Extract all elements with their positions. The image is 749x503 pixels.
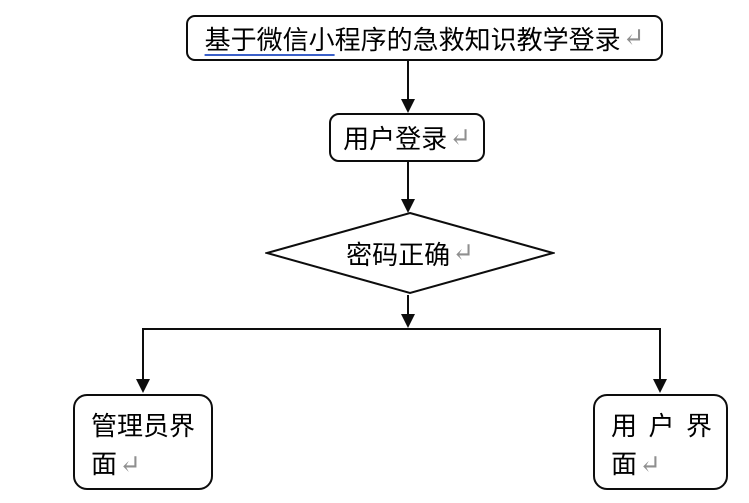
user-line2: 面 bbox=[611, 450, 638, 480]
connector-split-to-user bbox=[659, 328, 661, 380]
title-node[interactable]: 基于微信小程序的急救知识教学登录↵ bbox=[186, 15, 663, 61]
arrow-head bbox=[401, 314, 415, 328]
return-mark: ↵ bbox=[452, 238, 474, 268]
admin-line2: 面 bbox=[91, 450, 118, 480]
login-text: 用户登录 bbox=[343, 125, 448, 155]
user-line1: 用户界 bbox=[611, 412, 712, 442]
arrow-head bbox=[401, 99, 415, 113]
return-mark: ↵ bbox=[639, 450, 661, 480]
user-interface-node[interactable]: 用户界 面↵ bbox=[593, 394, 728, 490]
connector-title-to-login bbox=[407, 61, 409, 100]
connector-login-to-decision bbox=[407, 162, 409, 200]
admin-line1: 管理员界 bbox=[91, 412, 196, 442]
title-underlined-text: 基于微信小 bbox=[204, 25, 335, 56]
arrow-head bbox=[401, 199, 415, 213]
password-decision-node[interactable]: 密码正确↵ bbox=[265, 211, 555, 295]
arrow-head bbox=[653, 379, 667, 393]
admin-interface-node[interactable]: 管理员界 面↵ bbox=[73, 394, 213, 490]
title-text: 程序的急救知识教学登录 bbox=[334, 25, 621, 56]
return-mark: ↵ bbox=[622, 23, 645, 53]
return-mark: ↵ bbox=[449, 122, 471, 153]
decision-text: 密码正确 bbox=[346, 240, 451, 271]
connector-decision-to-split bbox=[407, 295, 409, 315]
connector-split-to-admin bbox=[142, 328, 144, 380]
user-login-node[interactable]: 用户登录↵ bbox=[329, 113, 485, 162]
split-bar bbox=[142, 328, 661, 330]
arrow-head bbox=[136, 379, 150, 393]
return-mark: ↵ bbox=[119, 450, 141, 480]
diamond-shape bbox=[265, 211, 555, 295]
